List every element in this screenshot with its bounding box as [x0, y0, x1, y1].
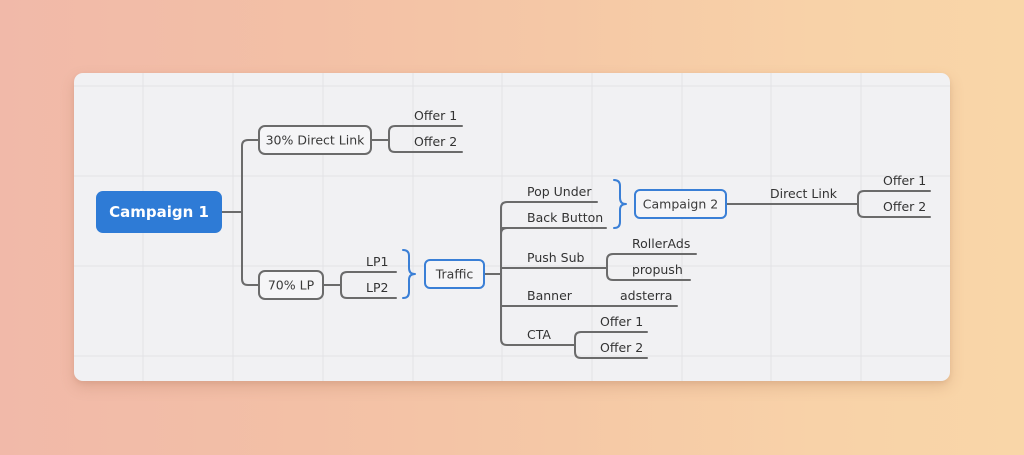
- leaf-lp2[interactable]: LP2: [366, 280, 388, 295]
- leaf-adsterra[interactable]: adsterra: [620, 288, 672, 303]
- link-label-direct-link[interactable]: Direct Link: [770, 186, 838, 201]
- leaf-offer-1-campaign2[interactable]: Offer 1: [883, 173, 926, 188]
- leaf-offer-2-campaign2[interactable]: Offer 2: [883, 199, 926, 214]
- node-lp-label: 70% LP: [268, 278, 315, 293]
- connector-lp-children: [322, 271, 397, 299]
- source-cta[interactable]: CTA: [527, 327, 551, 342]
- source-banner[interactable]: Banner: [527, 288, 573, 303]
- node-traffic-label: Traffic: [435, 267, 474, 282]
- campaign2-brace: [613, 179, 627, 229]
- connector-direct-link-offers: [370, 125, 463, 153]
- node-campaign-2[interactable]: Campaign 2: [634, 189, 727, 219]
- leaf-propush[interactable]: propush: [632, 262, 683, 277]
- source-back-button[interactable]: Back Button: [527, 210, 603, 225]
- leaf-offer-2-cta[interactable]: Offer 2: [600, 340, 643, 355]
- leaf-offer-2-direct[interactable]: Offer 2: [414, 134, 457, 149]
- node-lp-70[interactable]: 70% LP: [258, 270, 324, 300]
- connector-cta-offers: [574, 331, 648, 359]
- lp-brace: [402, 249, 416, 299]
- node-traffic[interactable]: Traffic: [424, 259, 485, 289]
- source-push-sub[interactable]: Push Sub: [527, 250, 585, 265]
- mindmap-svg: Campaign 1 30% Direct Link Offer 1 Offer…: [74, 73, 950, 381]
- leaf-offer-1-direct[interactable]: Offer 1: [414, 108, 457, 123]
- connector-root: [221, 139, 260, 286]
- connector-traffic-trunk-fix: [500, 227, 508, 235]
- node-direct-link-label: 30% Direct Link: [266, 133, 366, 148]
- mindmap-canvas[interactable]: Campaign 1 30% Direct Link Offer 1 Offer…: [74, 73, 950, 381]
- source-pop-under[interactable]: Pop Under: [527, 184, 592, 199]
- connector-push-sub-children: [606, 253, 697, 281]
- connector-traffic-trunk: [483, 201, 678, 346]
- leaf-offer-1-cta[interactable]: Offer 1: [600, 314, 643, 329]
- node-direct-link-30[interactable]: 30% Direct Link: [258, 125, 372, 155]
- root-node-label: Campaign 1: [109, 203, 209, 221]
- root-node-campaign-1[interactable]: Campaign 1: [96, 191, 222, 233]
- node-campaign-2-label: Campaign 2: [643, 197, 718, 212]
- connector-campaign2-direct-link: [725, 190, 931, 218]
- leaf-rollerads[interactable]: RollerAds: [632, 236, 690, 251]
- leaf-lp1[interactable]: LP1: [366, 254, 388, 269]
